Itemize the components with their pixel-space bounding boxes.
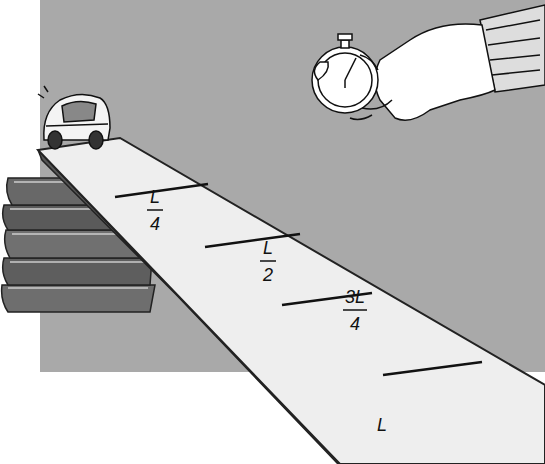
distance-label: 4 [350, 315, 360, 333]
ramp-board [38, 138, 545, 464]
toy-car [38, 86, 110, 149]
distance-label: L [377, 416, 387, 434]
hand-stopwatch [312, 5, 545, 120]
distance-label: L [150, 188, 160, 206]
distance-marks [115, 184, 482, 375]
distance-label: 4 [150, 215, 160, 233]
distance-label: 2 [263, 266, 273, 284]
fraction-bars [147, 210, 367, 310]
distance-label: L [263, 239, 273, 257]
distance-label: 3L [345, 288, 365, 306]
